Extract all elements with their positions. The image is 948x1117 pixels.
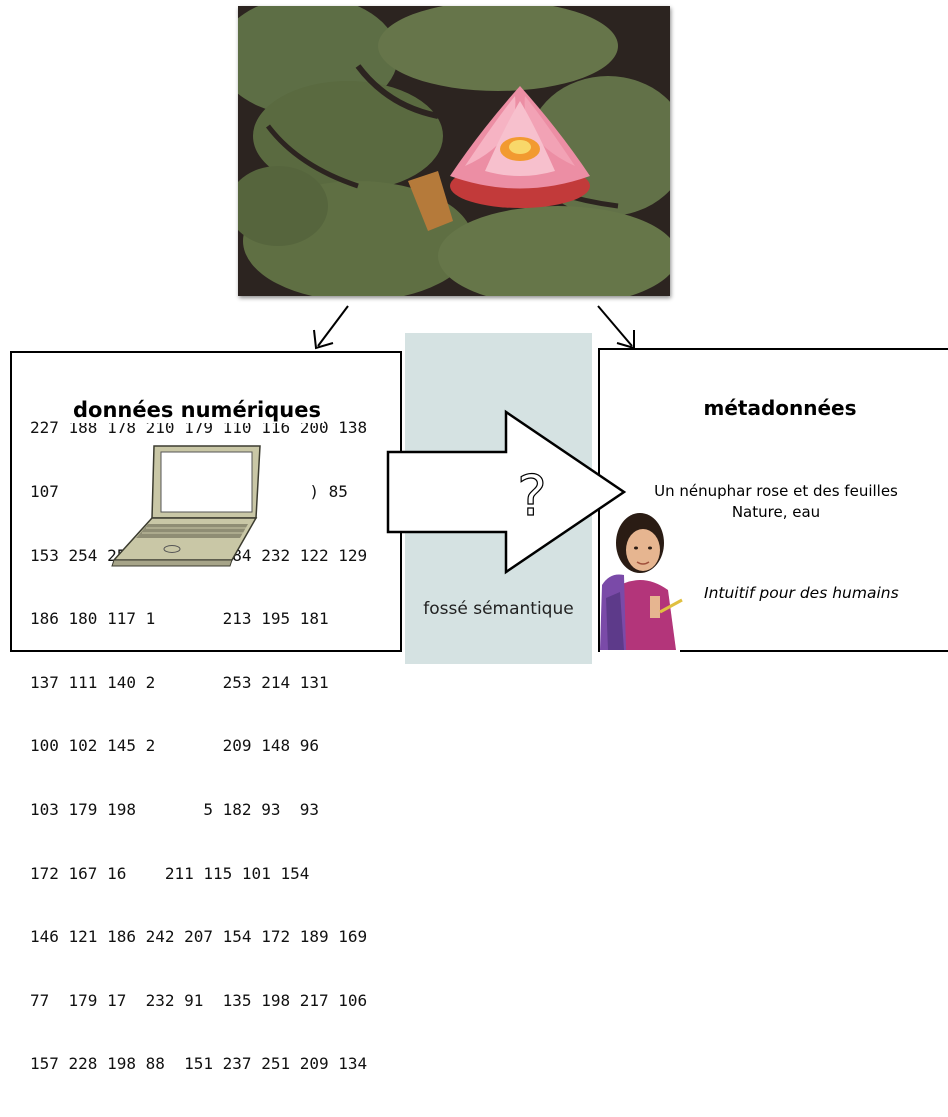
pixel-row: 103 179 198 5 182 93 93 bbox=[30, 799, 367, 820]
pixel-row: 137 111 140 2 253 214 131 bbox=[30, 672, 367, 693]
pixel-row: 146 121 186 242 207 154 172 189 169 bbox=[30, 926, 367, 947]
pixel-row: 157 228 198 88 151 237 251 209 134 bbox=[30, 1053, 367, 1074]
pixel-row: 77 179 17 232 91 135 198 217 106 bbox=[30, 990, 367, 1011]
pixel-row: 100 102 145 2 209 148 96 bbox=[30, 735, 367, 756]
laptop-icon bbox=[112, 446, 260, 566]
arrow-to-data-icon bbox=[314, 306, 348, 348]
pixel-row: 172 167 16 211 115 101 154 bbox=[30, 863, 367, 884]
girl-icon bbox=[600, 513, 682, 652]
arrow-to-metadata-icon bbox=[598, 306, 634, 348]
semantic-gap-arrow: ? bbox=[388, 412, 624, 572]
question-mark-icon: ? bbox=[517, 464, 547, 529]
